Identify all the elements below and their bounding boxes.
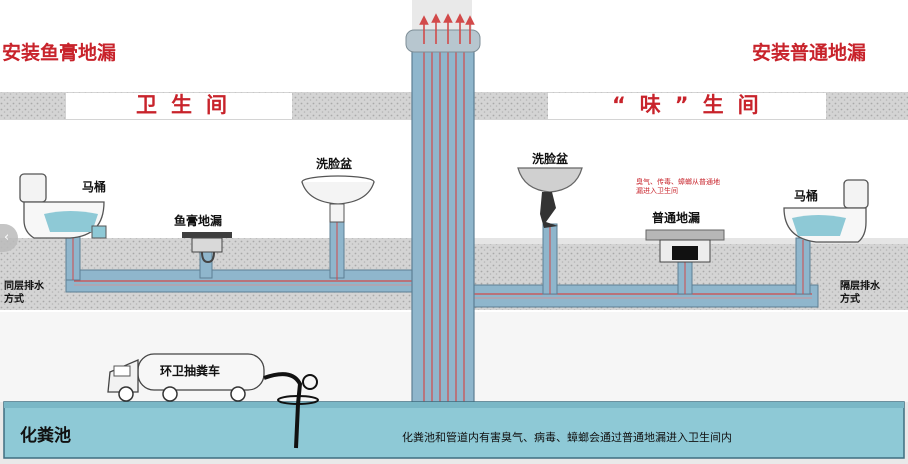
left-scenario-title: 安装鱼膏地漏 bbox=[2, 42, 117, 64]
right-basin-label: 洗脸盆 bbox=[532, 152, 569, 166]
truck-label: 环卫抽粪车 bbox=[160, 364, 221, 378]
right-scenario-title: 安装普通地漏 bbox=[752, 42, 867, 64]
stack-gas-lines bbox=[423, 48, 465, 402]
left-floor-drain-label: 鱼膏地漏 bbox=[174, 214, 223, 228]
main-stack-pipe bbox=[411, 39, 475, 403]
left-toilet bbox=[19, 173, 107, 239]
right-horizontal-pipe bbox=[467, 284, 819, 308]
right-toilet-label: 马桶 bbox=[794, 189, 819, 203]
right-toilet bbox=[783, 179, 869, 243]
left-toilet-label: 马桶 bbox=[82, 180, 107, 194]
left-basin bbox=[301, 175, 375, 223]
vent-arrows bbox=[419, 13, 475, 44]
septic-note: 化粪池和管道内有害臭气、病毒、蟑螂会通过普通地漏进入卫生间内 bbox=[402, 431, 732, 444]
right-drain-method-label: 隔层排水方式 bbox=[840, 281, 880, 305]
sanitation-truck bbox=[107, 353, 319, 449]
septic-tank bbox=[3, 401, 905, 459]
gas-warning-note: 臭气、传毒、蟑螂从普通地漏进入卫生间 bbox=[636, 178, 720, 195]
prev-slide-button[interactable]: ‹ bbox=[0, 224, 18, 252]
right-floor-drain-label: 普通地漏 bbox=[652, 211, 701, 225]
chevron-left-icon: ‹ bbox=[4, 230, 10, 245]
right-room-title-box bbox=[548, 93, 826, 119]
right-basin bbox=[517, 167, 583, 228]
left-drain-method-label: 同层排水方式 bbox=[4, 281, 44, 305]
left-room-name: 卫生间 bbox=[136, 93, 241, 117]
lower-right-bg bbox=[472, 312, 908, 402]
left-fish-gill-drain bbox=[182, 232, 232, 264]
left-room-title-box bbox=[66, 93, 292, 119]
left-basin-label: 洗脸盆 bbox=[316, 157, 353, 171]
right-ordinary-drain bbox=[645, 229, 725, 263]
septic-tank-label: 化粪池 bbox=[20, 426, 71, 446]
vent-cap bbox=[405, 29, 481, 53]
right-room-name: “味”生间 bbox=[612, 93, 773, 117]
